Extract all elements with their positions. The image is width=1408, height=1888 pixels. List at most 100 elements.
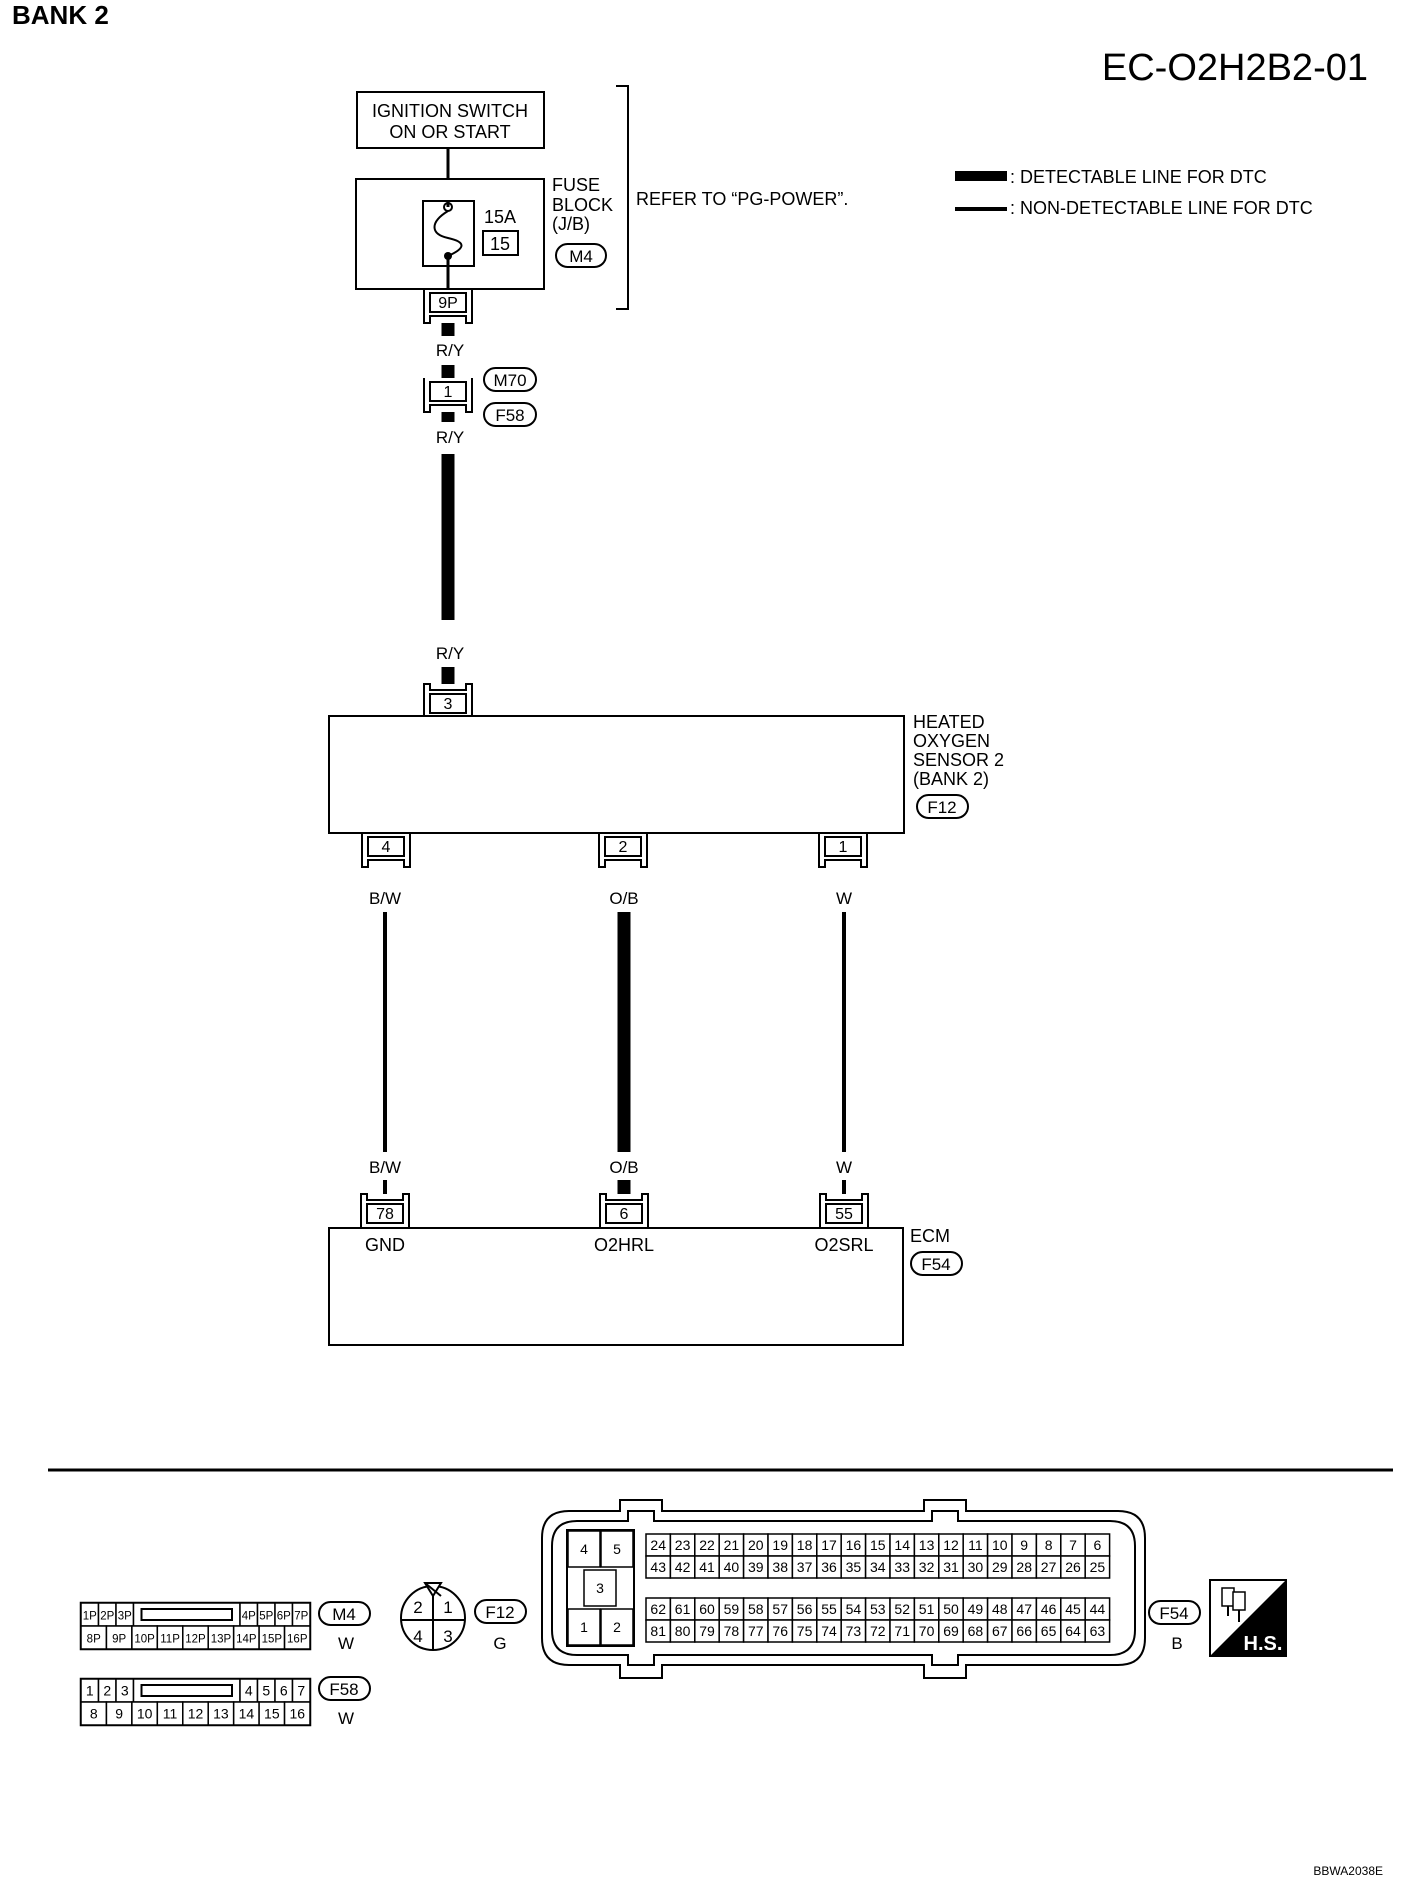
- connector-f54-pin: 12: [943, 1537, 959, 1553]
- connector-f54-pin: 43: [650, 1559, 666, 1575]
- svg-text:1: 1: [839, 839, 848, 856]
- connector-f54-pin: 28: [1016, 1559, 1032, 1575]
- connector-f58-pin: 5: [262, 1683, 270, 1699]
- connector-f58-pin: 9: [115, 1706, 123, 1722]
- connector-m4-pin: 16P: [287, 1634, 308, 1646]
- legend-detectable-line-icon: [955, 171, 1007, 181]
- connector-f54-pin: 59: [724, 1601, 740, 1617]
- connector-f58-pin: 15: [264, 1706, 280, 1722]
- fuse-block-connector-id: M4: [569, 247, 593, 266]
- fuse-block-pin-9p: 9P: [423, 289, 473, 324]
- fuse-block-label-3: (J/B): [552, 214, 590, 234]
- connector-f58-pin: 6: [280, 1683, 288, 1699]
- connector-f58-pin: 2: [103, 1683, 111, 1699]
- ignition-switch: IGNITION SWITCH ON OR START: [356, 91, 545, 149]
- connector-f54-pin: 15: [870, 1537, 886, 1553]
- connector-f54-pin: 10: [992, 1537, 1008, 1553]
- wire-label-ry-3: R/Y: [436, 644, 464, 663]
- connector-f54-pin: 63: [1090, 1623, 1106, 1639]
- connector-f58-pin: 7: [297, 1683, 305, 1699]
- connector-m4-pin: 15P: [262, 1634, 283, 1646]
- fuse-block-connector-badge: [555, 243, 607, 268]
- ignition-label-2: ON OR START: [389, 122, 510, 142]
- connector-m4-pin: 3P: [118, 1611, 132, 1623]
- wire-label-bw-1: B/W: [369, 889, 401, 908]
- refer-text: REFER TO “PG-POWER”.: [636, 189, 848, 209]
- connector-f54-pin: 47: [1016, 1601, 1032, 1617]
- connector-f54-pin: 4: [580, 1541, 588, 1557]
- connector-f54-pin: 1: [580, 1619, 588, 1635]
- ecm-label: ECM: [910, 1226, 950, 1246]
- fuse-block-label-1: FUSE: [552, 175, 600, 195]
- connector-f54-pin: 32: [919, 1559, 935, 1575]
- connector-f54-pin: 6: [1094, 1537, 1102, 1553]
- connector-f54-pin: 75: [797, 1623, 813, 1639]
- connector-f54-pin: 77: [748, 1623, 764, 1639]
- svg-text:F54: F54: [1159, 1604, 1188, 1623]
- sensor-label-1: HEATED: [913, 712, 985, 732]
- connector-f54-pin: 80: [675, 1623, 691, 1639]
- svg-text:F12: F12: [485, 1603, 514, 1622]
- connector-f54-pin: 17: [821, 1537, 837, 1553]
- connector-f54-pin: 2: [613, 1619, 621, 1635]
- svg-text:4: 4: [413, 1627, 422, 1646]
- connector-f58-pin: 14: [239, 1706, 255, 1722]
- connector-m4-pin: 12P: [185, 1634, 206, 1646]
- fuse-block: 15A 15 FUSE BLOCK (J/B) M4: [355, 175, 613, 290]
- connector-f58-pin: 1: [86, 1683, 94, 1699]
- connector-f54-pin: 67: [992, 1623, 1008, 1639]
- ecm-terminal-gnd: GND: [365, 1235, 405, 1255]
- connector-f54-pin: 11: [968, 1537, 983, 1553]
- connector-m4-pin: 5P: [259, 1611, 273, 1623]
- connector-f54-pin: 33: [894, 1559, 910, 1575]
- connector-m4-pin: 14P: [236, 1634, 257, 1646]
- wire-label-bw-2: B/W: [369, 1158, 401, 1177]
- connector-f58-pin: 12: [188, 1706, 204, 1722]
- connector-f54-pin: 16: [846, 1537, 862, 1553]
- connector-f54-pin: 20: [748, 1537, 764, 1553]
- connector-f54-pin: 39: [748, 1559, 764, 1575]
- svg-text:1: 1: [444, 384, 453, 401]
- connector-f12-color: G: [493, 1634, 506, 1653]
- connector-f54-pin: 52: [894, 1601, 910, 1617]
- legend-detectable-text: : DETECTABLE LINE FOR DTC: [1010, 167, 1267, 187]
- connector-f54-pin: 60: [699, 1601, 715, 1617]
- sensor-pin-1: 1: [818, 833, 868, 868]
- connector-m4-pin: 1P: [83, 1611, 97, 1623]
- joint-connector-m70-f58: 1 M70 F58: [423, 367, 537, 427]
- connector-f54-pin: 48: [992, 1601, 1008, 1617]
- harness-plug-icon: [1221, 1587, 1235, 1607]
- ecm-connector-id: F54: [921, 1255, 950, 1274]
- wire-label-w-1: W: [836, 889, 852, 908]
- connector-m4-pin: 2P: [100, 1611, 114, 1623]
- ecm-terminal-o2srl: O2SRL: [814, 1235, 873, 1255]
- connector-f58-pin: 16: [289, 1706, 305, 1722]
- connector-f54-pin: 46: [1041, 1601, 1057, 1617]
- connector-f54-pin: 56: [797, 1601, 813, 1617]
- connector-f54-pin: 81: [650, 1623, 666, 1639]
- connector-f54-pin: 65: [1041, 1623, 1057, 1639]
- connector-f58-latch-icon: [140, 1684, 233, 1697]
- connector-f12: 2 1 4 3 F12 G: [400, 1582, 527, 1653]
- connector-f54-pin: 13: [919, 1537, 935, 1553]
- harness-side-icon: H.S.: [1209, 1579, 1287, 1657]
- connector-m4-pin: 10P: [134, 1634, 155, 1646]
- connector-f54-pin: 72: [870, 1623, 886, 1639]
- svg-text:78: 78: [376, 1206, 394, 1223]
- svg-text:4: 4: [382, 839, 391, 856]
- svg-text:6: 6: [620, 1206, 629, 1223]
- connector-f54-pin: 29: [992, 1559, 1008, 1575]
- connector-f54-pin: 26: [1065, 1559, 1081, 1575]
- connector-f54-pin: 41: [699, 1559, 715, 1575]
- svg-text:F58: F58: [329, 1680, 358, 1699]
- connector-f54-pin: 54: [846, 1601, 862, 1617]
- connector-f58-pin: 10: [137, 1706, 153, 1722]
- connector-m4-latch-icon: [140, 1608, 233, 1621]
- connector-f54-pin: 42: [675, 1559, 691, 1575]
- svg-text:9P: 9P: [438, 295, 458, 312]
- connector-f54-pin: 64: [1065, 1623, 1081, 1639]
- svg-text:2: 2: [413, 1598, 422, 1617]
- connector-f54-pin: 8: [1045, 1537, 1053, 1553]
- connector-f54-pin: 7: [1069, 1537, 1077, 1553]
